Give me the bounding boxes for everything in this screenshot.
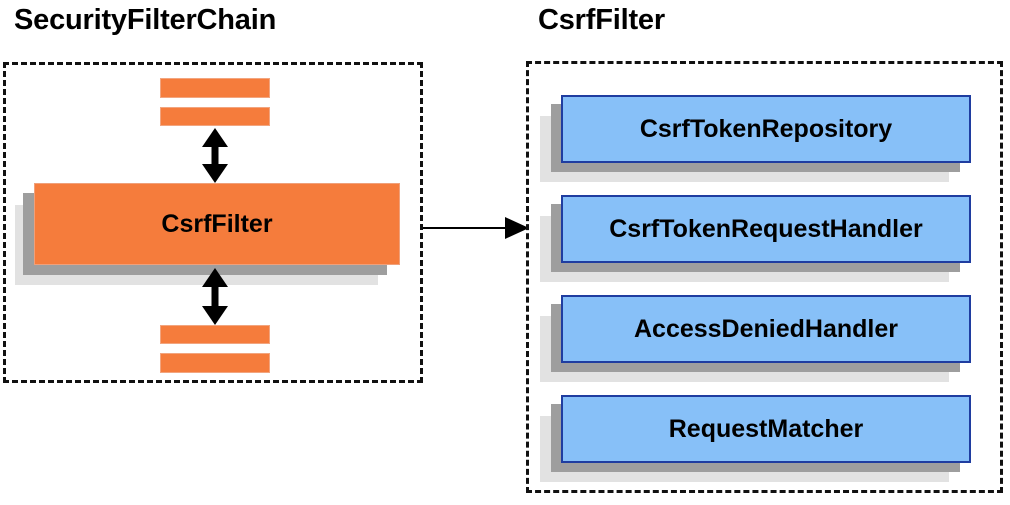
page-title-security-filter-chain: SecurityFilterChain <box>14 4 277 36</box>
page-title-csrf-filter: CsrfFilter <box>538 4 665 36</box>
arrowhead-up-icon <box>202 128 228 147</box>
arrow-down-chain <box>200 268 230 325</box>
card-csrf-token-request-handler[interactable]: CsrfTokenRequestHandler <box>561 195 971 263</box>
arrowhead-down-icon <box>202 164 228 183</box>
card-request-matcher[interactable]: RequestMatcher <box>561 395 971 463</box>
card-access-denied-handler[interactable]: AccessDeniedHandler <box>561 295 971 363</box>
security-filter-chain-container <box>3 62 423 383</box>
arrow-shaft <box>211 138 219 173</box>
card-label: CsrfTokenRepository <box>639 114 893 143</box>
filter-stub-1 <box>160 78 270 98</box>
arrowhead-down-icon <box>202 306 228 325</box>
arrowhead-right-icon <box>505 217 529 239</box>
card-csrf-filter-label: CsrfFilter <box>161 209 273 238</box>
csrf-filter-detail-arrow <box>423 217 529 239</box>
card-label: RequestMatcher <box>668 414 864 443</box>
card-label: CsrfTokenRequestHandler <box>609 214 923 243</box>
card-csrf-filter[interactable]: CsrfFilter <box>34 183 400 265</box>
filter-stub-2 <box>160 107 270 126</box>
card-csrf-token-repository[interactable]: CsrfTokenRepository <box>561 95 971 163</box>
arrow-up-chain <box>200 128 230 183</box>
connector-shaft <box>423 227 509 229</box>
filter-stub-4 <box>160 353 270 373</box>
csrf-filter-container <box>526 61 1003 493</box>
arrowhead-up-icon <box>202 268 228 287</box>
arrow-shaft <box>211 278 219 315</box>
filter-stub-3 <box>160 325 270 344</box>
card-label: AccessDeniedHandler <box>633 314 898 343</box>
